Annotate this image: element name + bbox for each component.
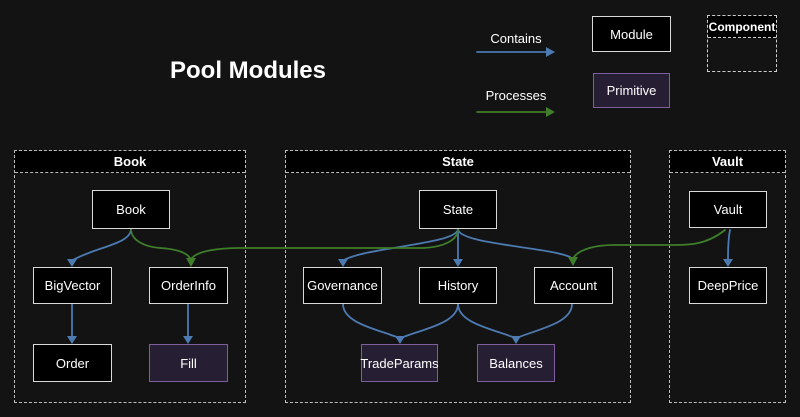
node-state: State [419, 190, 497, 229]
arrowhead-account [568, 257, 578, 266]
arrowhead-order [67, 336, 77, 344]
node-orderinfo: OrderInfo [149, 267, 228, 304]
edge-vault-deepprice [727, 229, 731, 261]
edge-book-orderinfo [130, 228, 191, 259]
cluster-book: Book [14, 150, 246, 403]
cluster-book-label: Book [15, 151, 245, 173]
arrowhead-governance [338, 259, 348, 267]
cluster-vault-label: Vault [670, 151, 785, 173]
node-history: History [419, 267, 497, 304]
arrowhead-orderinfo [186, 258, 196, 267]
node-deepprice: DeepPrice [689, 267, 767, 304]
edge-governance-tradeparams [342, 303, 400, 339]
edge-vault-account [573, 229, 726, 258]
legend-component-node: Component [707, 15, 777, 72]
edge-account-balances [516, 303, 573, 339]
arrowhead-bigvector [67, 259, 77, 267]
cluster-vault: Vault [669, 150, 786, 403]
node-balances: Balances [477, 344, 555, 382]
node-book: Book [92, 190, 170, 229]
node-fill: Fill [149, 344, 228, 382]
edge-state-account [457, 228, 571, 258]
edge-history-balances [457, 303, 516, 339]
legend-module-node: Module [592, 16, 671, 52]
arrowhead-balances [511, 336, 521, 344]
cluster-state: State [285, 150, 631, 403]
node-tradeparams: TradeParams [360, 344, 439, 382]
edge-history-tradeparams [400, 303, 459, 339]
arrowhead-deepprice [723, 259, 733, 267]
arrowhead-tradeparams [395, 336, 405, 344]
node-bigvector: BigVector [33, 267, 112, 304]
legend-processes-label: Processes [485, 88, 547, 103]
node-order: Order [33, 344, 112, 382]
arrowhead-fill [183, 336, 193, 344]
legend-contains-arrowhead [546, 47, 555, 57]
node-account: Account [534, 267, 613, 304]
legend-component-label: Component [708, 16, 776, 38]
node-vault: Vault [689, 191, 767, 228]
node-governance: Governance [303, 267, 382, 304]
edge-book-bigvector [72, 228, 132, 261]
edge-state-orderinfo [191, 228, 459, 259]
edge-state-governance [343, 228, 459, 261]
cluster-state-label: State [286, 151, 630, 173]
arrowhead-history [453, 259, 463, 267]
legend-processes-arrowhead [546, 107, 555, 117]
legend-contains-label: Contains [490, 31, 542, 46]
page-title: Pool Modules [170, 57, 326, 84]
legend-primitive-node: Primitive [593, 73, 670, 108]
